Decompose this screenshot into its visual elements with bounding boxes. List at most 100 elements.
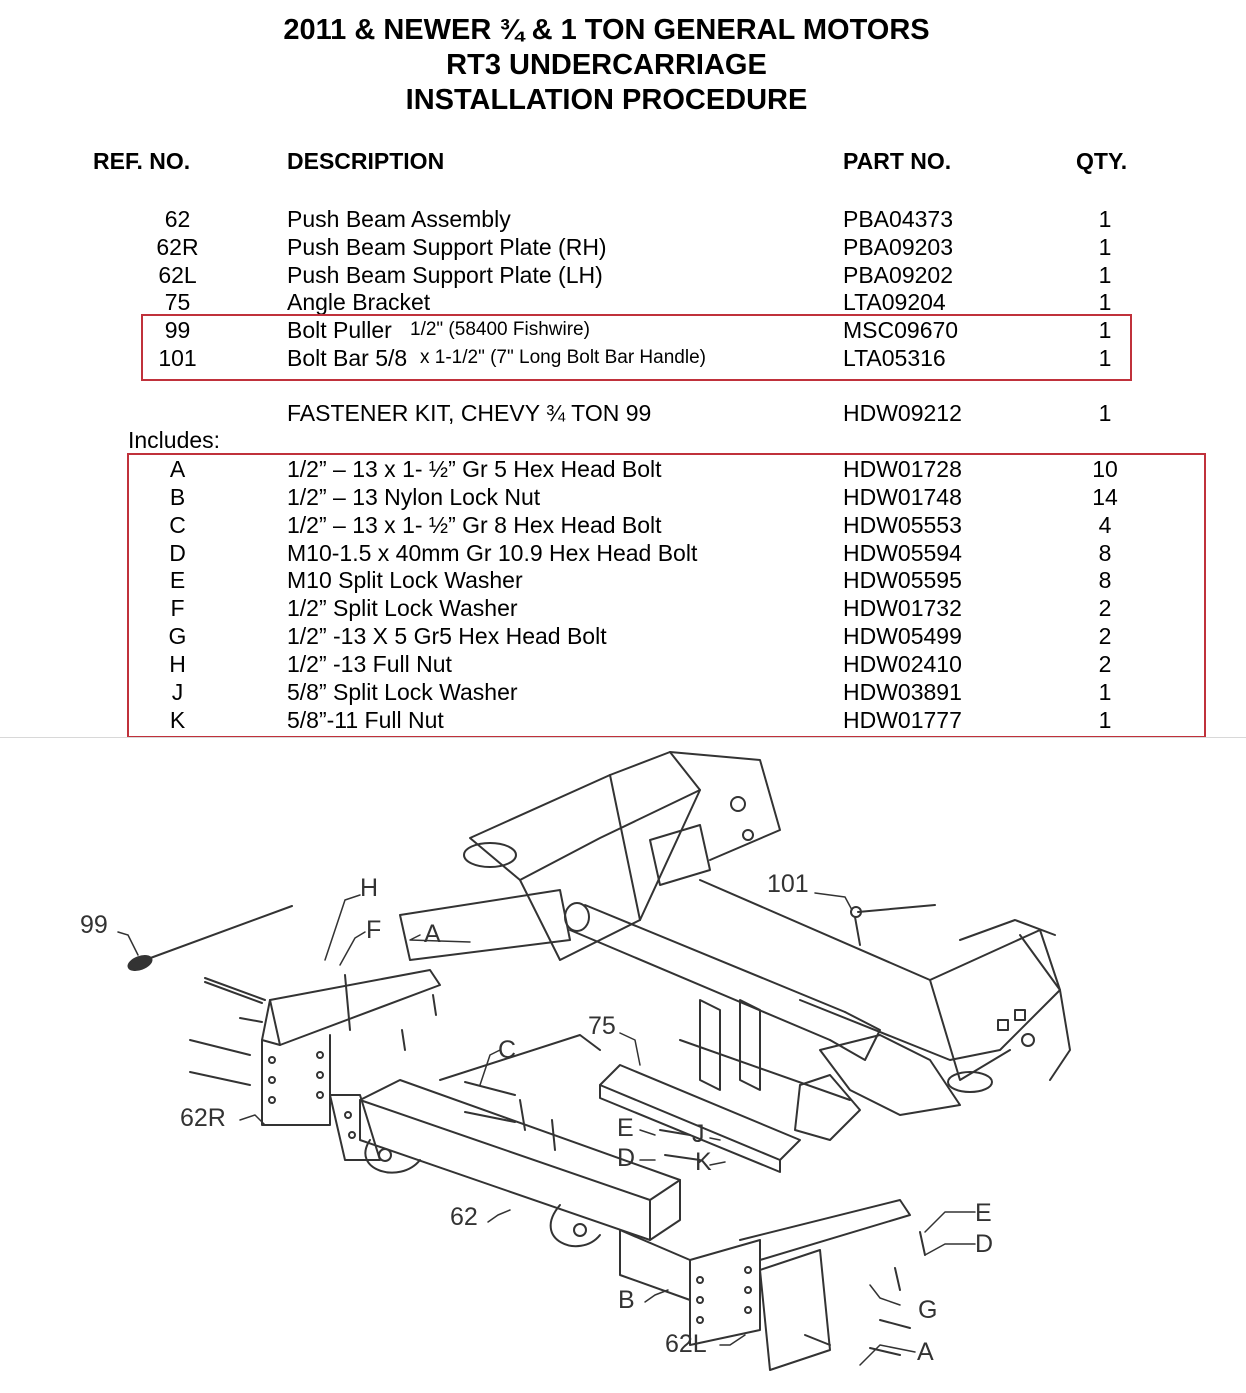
leader-lines bbox=[117, 892, 976, 1366]
kit-qty: 1 bbox=[1098, 400, 1112, 426]
label-99: 99 bbox=[80, 911, 108, 939]
parts-row: 99 Bolt Puller 1/2" (58400 Fishwire) MSC… bbox=[0, 316, 1246, 344]
ref-cell: A bbox=[169, 456, 186, 482]
highlight-box-fasteners bbox=[127, 453, 1206, 738]
label-j: J bbox=[692, 1120, 705, 1148]
part-cell: LTA05316 bbox=[843, 345, 946, 371]
fastener-row: D M10-1.5 x 40mm Gr 10.9 Hex Head Bolt H… bbox=[0, 539, 1246, 567]
ref-cell: 62 bbox=[164, 206, 191, 232]
ref-cell: H bbox=[169, 651, 186, 677]
label-e-right: E bbox=[975, 1199, 992, 1227]
parts-row: 75 Angle Bracket LTA09204 1 bbox=[0, 288, 1246, 316]
fastener-row: K 5/8”-11 Full Nut HDW01777 1 bbox=[0, 706, 1246, 734]
support-plate-62r bbox=[261, 889, 571, 1161]
label-a-upper: A bbox=[424, 920, 441, 948]
kit-part: HDW09212 bbox=[843, 400, 962, 426]
part-cell: HDW05595 bbox=[843, 567, 962, 593]
label-a-lower: A bbox=[917, 1338, 934, 1366]
parts-row: 101 Bolt Bar 5/8 x 1-1/2" (7" Long Bolt … bbox=[0, 344, 1246, 372]
fastener-row: C 1/2” – 13 x 1- ½” Gr 8 Hex Head Bolt H… bbox=[0, 511, 1246, 539]
qty-cell: 1 bbox=[1098, 262, 1112, 288]
label-g: G bbox=[918, 1296, 937, 1324]
part-cell: HDW01777 bbox=[843, 707, 962, 733]
desc-cell: 1/2” – 13 Nylon Lock Nut bbox=[287, 484, 541, 510]
support-plate-62l bbox=[619, 1199, 911, 1371]
part-cell: PBA09202 bbox=[843, 262, 953, 288]
qty-cell: 14 bbox=[1092, 484, 1118, 510]
ref-cell: K bbox=[169, 707, 186, 733]
desc-cell: Bolt Bar 5/8 bbox=[287, 345, 408, 371]
ref-cell: G bbox=[168, 623, 187, 649]
ref-cell: 62R bbox=[156, 234, 199, 260]
qty-cell: 8 bbox=[1098, 567, 1112, 593]
part-cell: HDW01732 bbox=[843, 595, 962, 621]
part-cell: HDW01748 bbox=[843, 484, 962, 510]
desc-cell: 1/2” – 13 x 1- ½” Gr 5 Hex Head Bolt bbox=[287, 456, 662, 482]
title-line-1: 2011 & NEWER ¾ & 1 TON GENERAL MOTORS bbox=[283, 14, 930, 46]
label-f: F bbox=[366, 916, 381, 944]
title-line-3: INSTALLATION PROCEDURE bbox=[405, 84, 808, 116]
part-cell: HDW02410 bbox=[843, 651, 962, 677]
desc-note: x 1-1/2" (7" Long Bolt Bar Handle) bbox=[420, 347, 706, 368]
desc-cell: M10 Split Lock Washer bbox=[287, 567, 523, 593]
kit-desc: FASTENER KIT, CHEVY ¾ TON 99 bbox=[287, 400, 652, 426]
qty-cell: 2 bbox=[1098, 651, 1112, 677]
ref-cell: 101 bbox=[158, 345, 197, 371]
right-frame-rail bbox=[699, 879, 1071, 1141]
desc-cell: Push Beam Support Plate (LH) bbox=[287, 262, 603, 288]
desc-cell: 1/2” Split Lock Washer bbox=[287, 595, 518, 621]
includes-row: Includes: bbox=[0, 426, 1246, 454]
label-75: 75 bbox=[588, 1012, 616, 1040]
crossmember bbox=[463, 751, 781, 961]
ref-cell: D bbox=[169, 540, 186, 566]
qty-cell: 2 bbox=[1098, 623, 1112, 649]
label-e-mid: E bbox=[617, 1114, 634, 1142]
part-cell: MSC09670 bbox=[843, 317, 959, 343]
qty-cell: 1 bbox=[1098, 707, 1112, 733]
exploded-diagram: 99 101 H F A C 75 62R E J D K 62 E D B G… bbox=[80, 751, 1071, 1371]
ref-cell: 62L bbox=[158, 262, 197, 288]
fastener-row: G 1/2” -13 X 5 Gr5 Hex Head Bolt HDW0549… bbox=[0, 622, 1246, 650]
desc-cell: 1/2” – 13 x 1- ½” Gr 8 Hex Head Bolt bbox=[287, 512, 662, 538]
includes-label: Includes: bbox=[128, 427, 221, 453]
ref-cell: C bbox=[169, 512, 186, 538]
parts-row: 62 Push Beam Assembly PBA04373 1 bbox=[0, 205, 1246, 233]
qty-cell: 1 bbox=[1098, 317, 1112, 343]
title-line-2: RT3 UNDERCARRIAGE bbox=[446, 49, 767, 81]
label-k: K bbox=[695, 1148, 712, 1176]
label-62r: 62R bbox=[180, 1104, 226, 1132]
callout-labels: 99 101 H F A C 75 62R E J D K 62 E D B G… bbox=[80, 870, 993, 1366]
highlight-box-parts bbox=[141, 314, 1132, 381]
desc-cell: Push Beam Support Plate (RH) bbox=[287, 234, 607, 260]
ref-cell: E bbox=[169, 567, 186, 593]
desc-note: 1/2" (58400 Fishwire) bbox=[410, 319, 590, 340]
qty-cell: 1 bbox=[1098, 234, 1112, 260]
fastener-row: J 5/8” Split Lock Washer HDW03891 1 bbox=[0, 678, 1246, 706]
header-desc: DESCRIPTION bbox=[287, 148, 445, 174]
ref-cell: 99 bbox=[164, 317, 191, 343]
bolt-bar-101 bbox=[850, 904, 936, 946]
part-cell: HDW01728 bbox=[843, 456, 962, 482]
part-cell: HDW05499 bbox=[843, 623, 962, 649]
header-qty: QTY. bbox=[1076, 148, 1128, 174]
fastener-row: A 1/2” – 13 x 1- ½” Gr 5 Hex Head Bolt H… bbox=[0, 455, 1246, 483]
qty-cell: 8 bbox=[1098, 540, 1112, 566]
desc-cell: 1/2” -13 X 5 Gr5 Hex Head Bolt bbox=[287, 623, 607, 649]
fastener-row: B 1/2” – 13 Nylon Lock Nut HDW01748 14 bbox=[0, 483, 1246, 511]
part-cell: HDW05553 bbox=[843, 512, 962, 538]
header-part: PART NO. bbox=[843, 148, 952, 174]
qty-cell: 1 bbox=[1098, 206, 1112, 232]
label-c: C bbox=[498, 1036, 516, 1064]
ref-cell: J bbox=[171, 679, 184, 705]
desc-cell: Push Beam Assembly bbox=[287, 206, 511, 232]
part-cell: HDW05594 bbox=[843, 540, 962, 566]
ref-cell: 75 bbox=[164, 289, 191, 315]
label-d-right: D bbox=[975, 1230, 993, 1258]
part-cell: HDW03891 bbox=[843, 679, 962, 705]
desc-cell: Bolt Puller bbox=[287, 317, 392, 343]
kit-row: FASTENER KIT, CHEVY ¾ TON 99 HDW09212 1 bbox=[0, 399, 1246, 427]
desc-cell: M10-1.5 x 40mm Gr 10.9 Hex Head Bolt bbox=[287, 540, 698, 566]
label-101: 101 bbox=[767, 870, 809, 898]
label-62l: 62L bbox=[665, 1330, 707, 1358]
bolt-puller-99 bbox=[127, 905, 293, 971]
